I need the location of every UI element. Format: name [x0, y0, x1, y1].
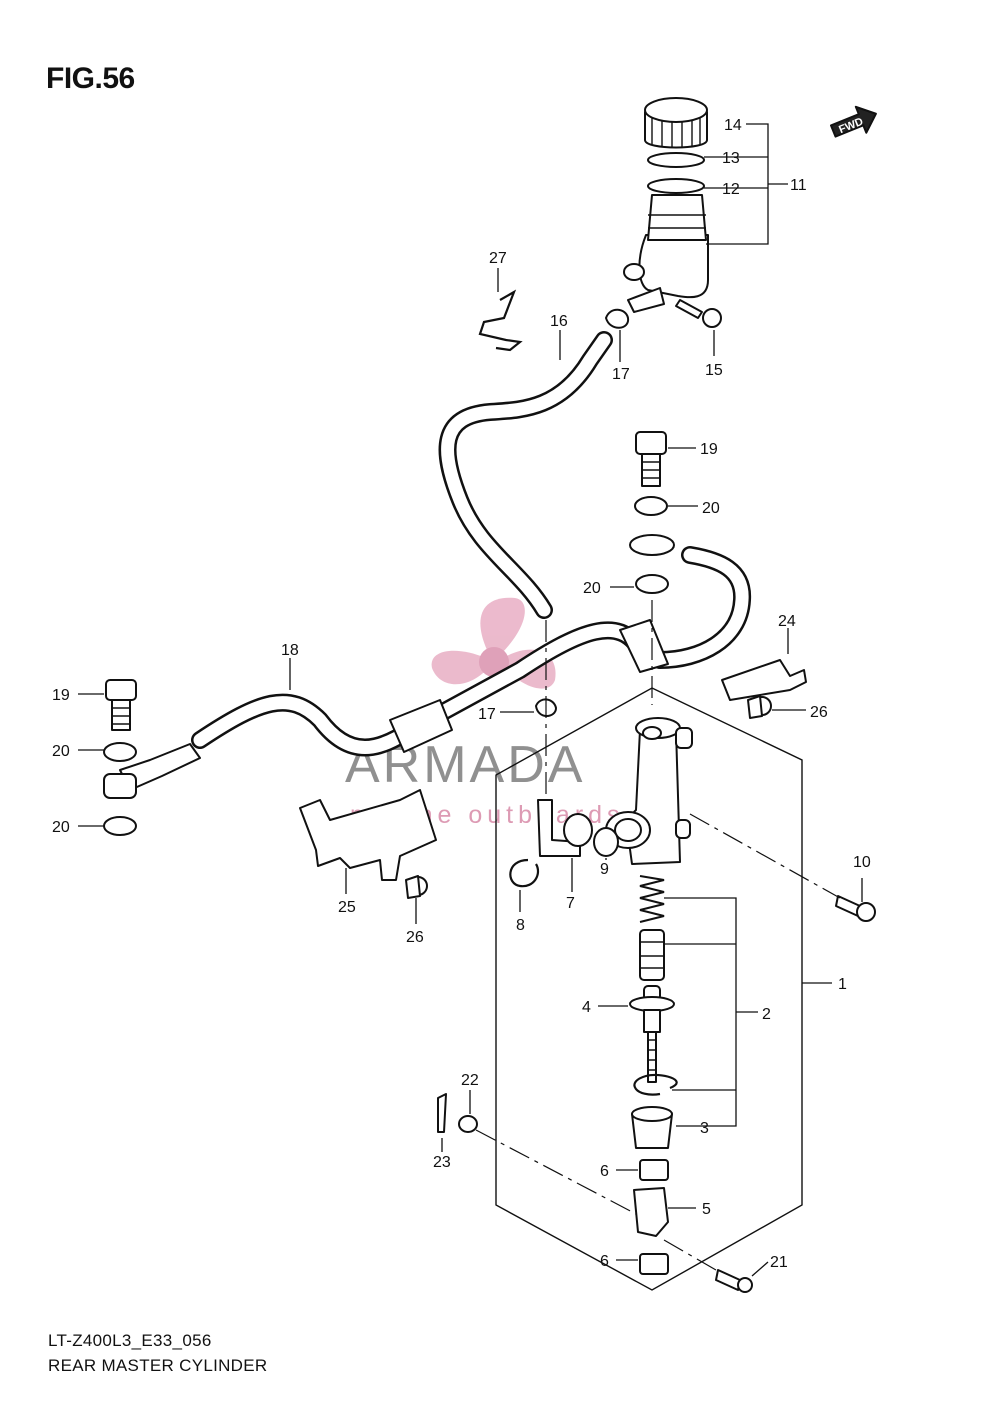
callout-5: 5 — [702, 1201, 711, 1218]
fwd-arrow-icon: FWD — [829, 105, 877, 138]
circlip-2 — [633, 1073, 678, 1096]
callout-26-left: 26 — [406, 929, 424, 946]
callout-19-left: 19 — [52, 687, 70, 704]
clevis-pin-21 — [715, 1269, 741, 1291]
callout-13: 13 — [722, 150, 740, 167]
gasket-20-a — [103, 742, 137, 762]
bolt-26-left — [405, 875, 428, 899]
callout-7: 7 — [566, 895, 575, 912]
callout-24: 24 — [778, 613, 796, 630]
callout-19-right: 19 — [700, 441, 718, 458]
callout-6-bottom: 6 — [600, 1253, 609, 1270]
callout-3: 3 — [700, 1120, 709, 1137]
callout-20-a: 20 — [52, 743, 70, 760]
hose-bracket-24 — [721, 659, 807, 701]
callout-27: 27 — [489, 250, 507, 267]
callout-14: 14 — [724, 117, 742, 134]
cotter-pin-23 — [437, 1093, 447, 1133]
banjo-fitting — [629, 534, 675, 556]
callout-1: 1 — [838, 976, 847, 993]
callout-20-b: 20 — [52, 819, 70, 836]
callout-26-right: 26 — [810, 704, 828, 721]
callout-4: 4 — [582, 999, 591, 1016]
callout-6-top: 6 — [600, 1163, 609, 1180]
dashed-guide-21 — [663, 1239, 717, 1271]
mounting-bolt-10 — [835, 895, 876, 922]
assembly-outline-1 — [495, 687, 803, 1291]
callout-25: 25 — [338, 899, 356, 916]
hose-elbow-7 — [537, 799, 593, 857]
union-bolt-19-left — [105, 679, 137, 731]
hose-guide-25 — [299, 789, 437, 881]
union-bolt-19-right — [635, 431, 667, 487]
bolt-26-right — [747, 695, 772, 719]
push-rod-4 — [629, 985, 675, 1083]
nut-6-bottom — [639, 1253, 669, 1275]
dashed-guide-10 — [689, 813, 841, 899]
callout-17-lower: 17 — [478, 706, 496, 723]
nut-6-top — [639, 1159, 669, 1181]
gasket-20-e — [635, 574, 669, 594]
callout-21: 21 — [770, 1254, 788, 1271]
o-ring-9 — [593, 827, 619, 857]
callout-17-top: 17 — [612, 366, 630, 383]
reservoir-hose-16 — [438, 331, 613, 619]
callout-12: 12 — [722, 181, 740, 198]
hose-clamp-17-top — [605, 308, 630, 329]
spring-and-piston-2 — [639, 875, 665, 981]
callout-20-c: 20 — [702, 500, 720, 517]
gasket-20-c — [103, 816, 137, 836]
banjo-20-b — [103, 773, 137, 799]
callout-16: 16 — [550, 313, 568, 330]
screw-15 — [675, 299, 722, 328]
callout-15: 15 — [705, 362, 723, 379]
washer-22 — [458, 1115, 478, 1133]
hose-grommet — [389, 699, 453, 753]
figure-title: FIG.56 — [46, 62, 135, 95]
reservoir-tank — [623, 97, 709, 313]
brake-hose-18 — [191, 546, 752, 757]
callout-20-d: 20 — [583, 580, 601, 597]
dashed-guide-pin — [475, 1129, 637, 1215]
callout-10: 10 — [853, 854, 871, 871]
gasket-20-d — [634, 496, 668, 516]
figure-code: LT-Z400L3_E33_056 — [48, 1331, 212, 1350]
callout-23: 23 — [433, 1154, 451, 1171]
callout-8: 8 — [516, 917, 525, 934]
hose-clip-27 — [478, 289, 523, 352]
callout-2: 2 — [762, 1006, 771, 1023]
callout-22: 22 — [461, 1072, 479, 1089]
figure-name: REAR MASTER CYLINDER — [48, 1356, 268, 1375]
reservoir-outlet — [627, 287, 665, 313]
callout-11: 11 — [790, 177, 807, 194]
fwd-label: FWD — [837, 116, 865, 137]
diaphragm-13 — [647, 152, 705, 168]
diaphragm-plate-12 — [647, 178, 705, 194]
callout-9: 9 — [600, 861, 609, 878]
hose-grommet-right — [619, 619, 669, 673]
clevis-5 — [633, 1187, 669, 1237]
circlip-8 — [509, 858, 540, 888]
callout-18: 18 — [281, 642, 299, 659]
